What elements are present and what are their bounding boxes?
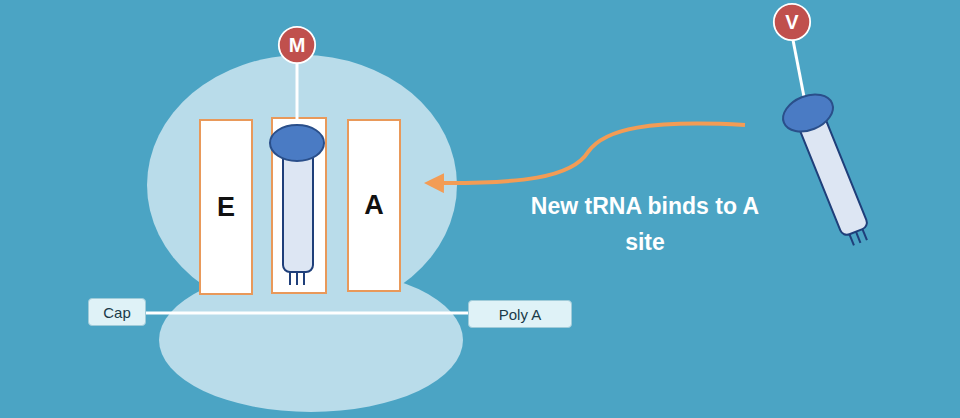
node-label: E [217,192,235,223]
amino-acid: V [772,2,812,42]
node-label: Cap [103,304,131,321]
node-label: V [785,11,798,34]
mrna-strand [146,312,468,315]
node-label: A [364,190,384,221]
caption-note: New tRNA binds to A site [527,188,763,260]
ribosome [147,55,463,412]
p-site-trna [270,62,324,285]
ribosome-site: E [199,119,253,295]
mrna-end: Cap [88,298,146,326]
binding-arrow [432,124,745,184]
node-label: Poly A [499,306,542,323]
ribosome-site: A [347,119,401,292]
incoming-trna [778,40,885,253]
node-label: M [289,34,306,57]
mrna-end: Poly A [468,300,572,328]
amino-acid: M [277,25,317,65]
